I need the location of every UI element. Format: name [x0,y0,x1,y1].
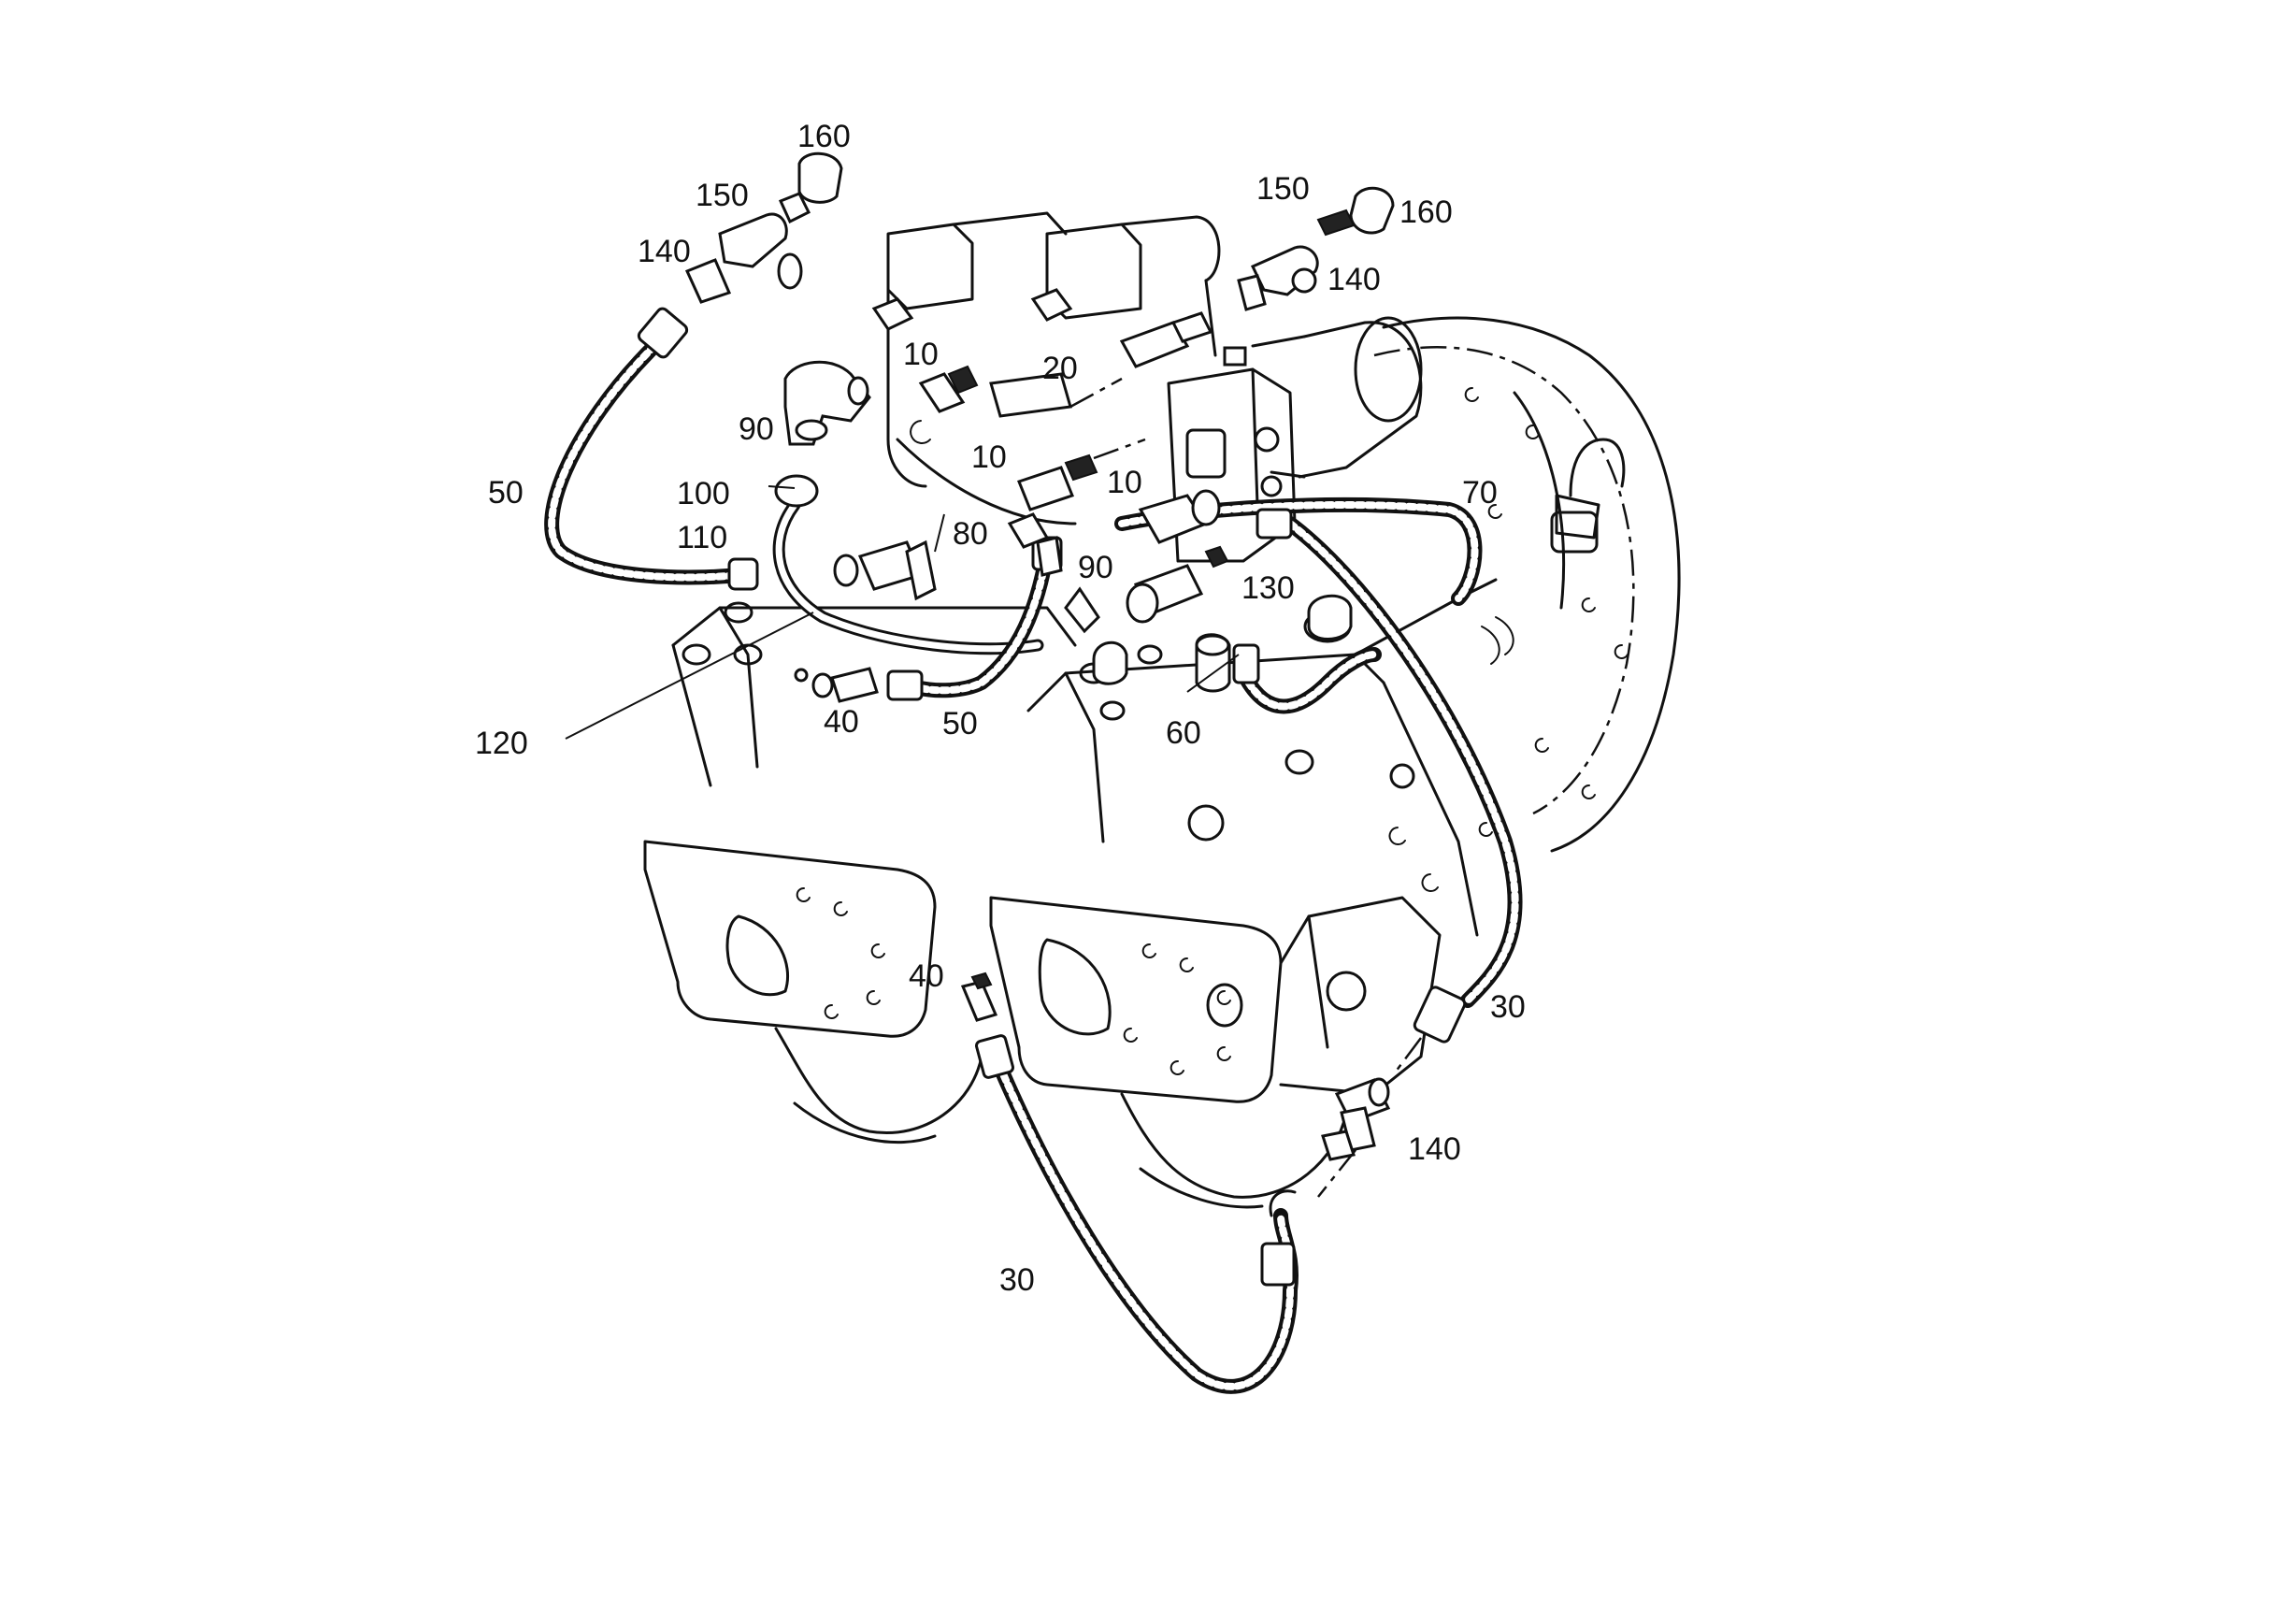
callout-140-lower: 140 [1408,1131,1461,1167]
callout-140-top-left: 140 [638,234,691,269]
callout-50-center: 50 [942,706,978,741]
callout-90-left: 90 [739,411,774,447]
callout-labels: 160 150 140 150 160 140 10 20 90 10 10 7… [475,119,1526,1298]
hose-50-left [544,307,759,591]
solenoid-cylinder [1251,316,1423,479]
pipe-110 [772,474,1044,655]
callout-10-right: 10 [1107,465,1142,500]
transmission-body [643,578,1514,1209]
callout-40-center: 40 [824,704,859,740]
hose-30-bottom [974,1034,1299,1394]
fittings [684,151,1395,1161]
callout-150-top-right: 150 [1256,171,1310,207]
callout-140-top-right: 140 [1327,262,1381,297]
callout-120: 120 [475,726,528,761]
callout-160-top-left: 160 [797,119,851,154]
hose-70 [1114,497,1523,1008]
callout-30-bottom: 30 [999,1262,1035,1298]
flywheel-housing [1373,316,1681,853]
callout-40-lower: 40 [909,958,944,994]
leader-lines [565,485,1240,740]
callout-100: 100 [677,476,730,511]
callout-30-right: 30 [1490,989,1526,1025]
callout-110: 110 [677,520,727,555]
hose-30-right-end [1317,986,1467,1198]
side-valve-block [1167,346,1297,563]
callout-20: 20 [1042,351,1078,386]
callout-60: 60 [1166,715,1201,751]
valve-block [871,211,1221,525]
callout-80: 80 [953,516,988,552]
callout-130: 130 [1241,570,1295,606]
hose-60 [1232,643,1382,714]
callout-70: 70 [1462,475,1498,511]
callout-160-top-right: 160 [1399,194,1453,230]
callout-10-middle: 10 [971,439,1007,475]
callout-150-top-left: 150 [696,178,749,213]
callout-50-left: 50 [488,475,524,511]
callout-10-upper: 10 [903,337,939,372]
callout-90-center: 90 [1078,550,1113,585]
